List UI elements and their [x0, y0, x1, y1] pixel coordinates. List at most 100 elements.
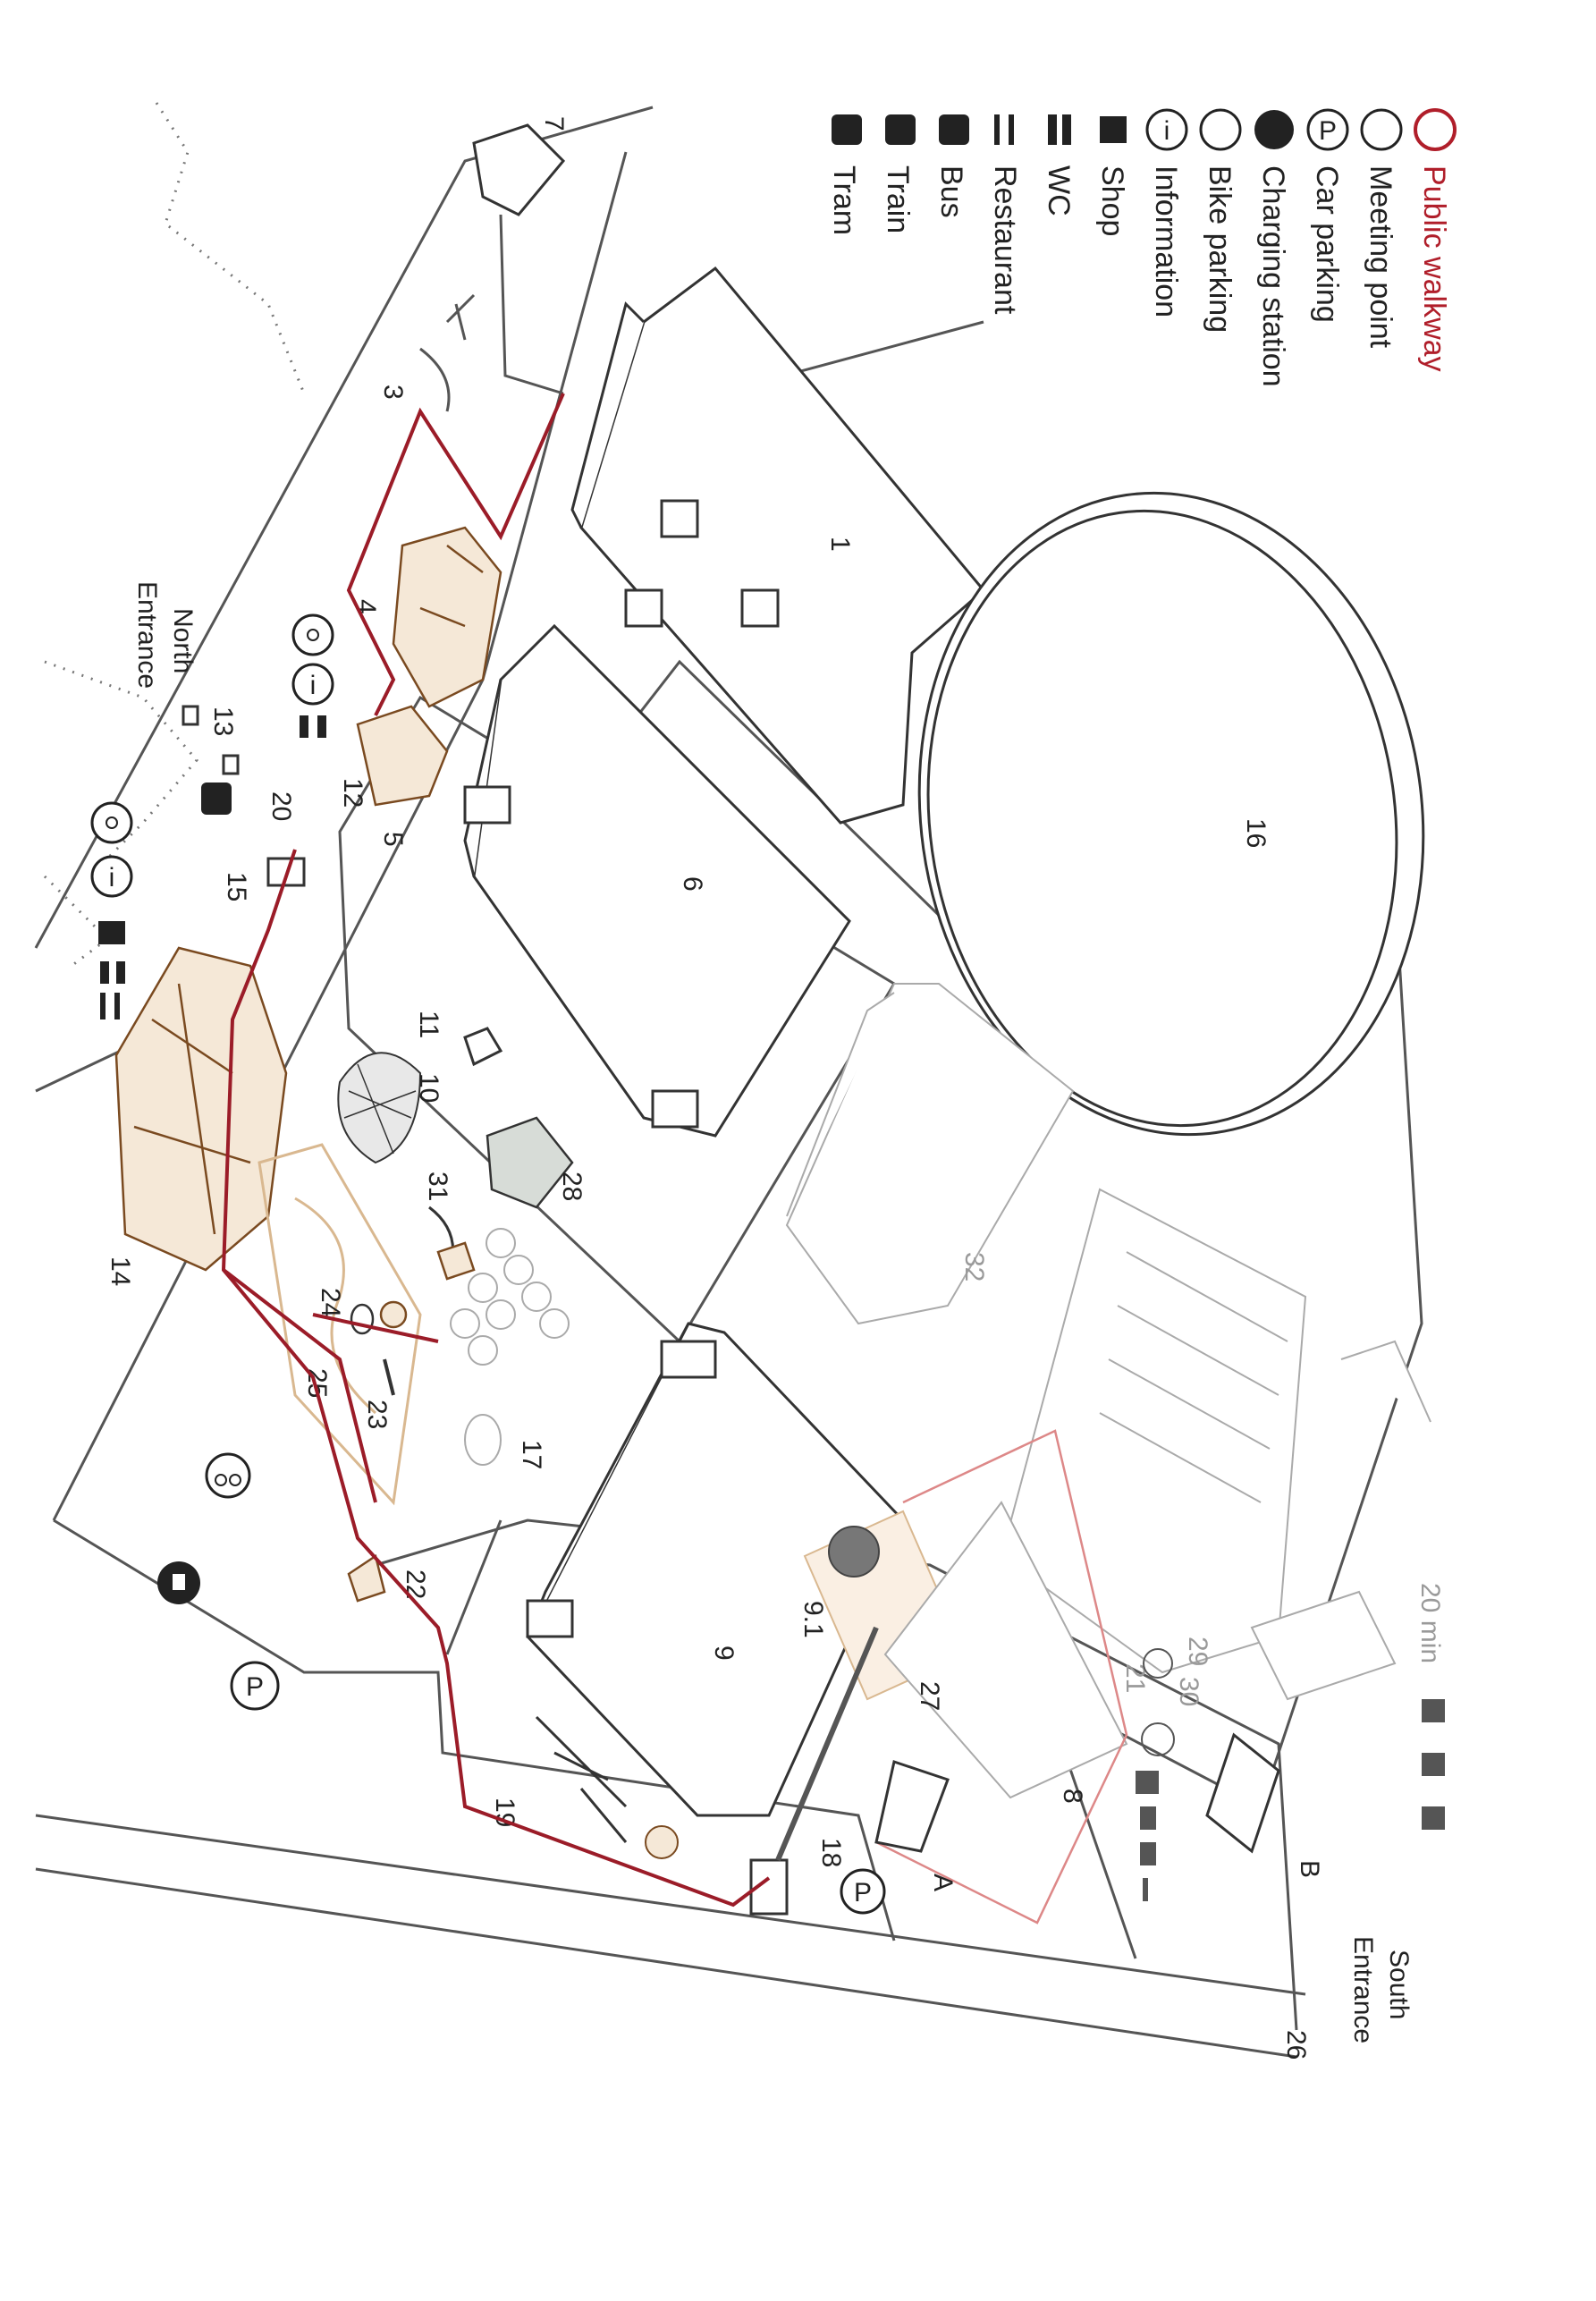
shop-icon-3 [1136, 1771, 1159, 1794]
wc-icon-2[interactable] [100, 961, 125, 984]
legend-label-tram: Tram [827, 165, 861, 235]
legend-train: Train [881, 114, 916, 233]
legend-label-meeting-point: Meeting point [1364, 165, 1398, 349]
restaurant-icon-legend-b [1009, 114, 1014, 145]
dome-10[interactable] [337, 1052, 422, 1164]
south-entrance-label-2: Entrance [1348, 1936, 1378, 2043]
building-27-label: 27 [915, 1681, 944, 1711]
sculpture-14[interactable] [114, 946, 288, 1272]
information-icon-legend [1145, 108, 1188, 151]
building-7-label: 7 [539, 116, 569, 131]
building-17-label: 17 [517, 1440, 546, 1469]
building-6[interactable] [463, 623, 851, 1138]
building-13-label: 13 [208, 706, 238, 736]
building-29-label: 29 [1183, 1637, 1212, 1666]
legend-walkway: Public walkway [1414, 108, 1457, 372]
bus-icon[interactable] [201, 783, 232, 815]
building-20-label: 20 [266, 791, 296, 821]
legend-restaurant: Restaurant [988, 114, 1022, 315]
building-8-label: 8 [1058, 1789, 1087, 1804]
tram-icon-legend [832, 114, 862, 145]
legend-bike-parking: Bike parking [1199, 108, 1242, 333]
legend-information: i Information [1145, 108, 1188, 317]
information-icon-2[interactable]: i [90, 855, 133, 898]
stones-row [450, 1228, 570, 1366]
building-22-label: 22 [401, 1569, 430, 1599]
charging-station-icon[interactable] [157, 1561, 200, 1604]
building-32[interactable] [785, 983, 1075, 1325]
legend-info-symbol: i [1164, 116, 1170, 146]
restaurant-icon-3 [1143, 1878, 1148, 1901]
legend-label-charging-station: Charging station [1256, 165, 1290, 387]
building-18-label: 18 [816, 1838, 846, 1867]
restaurant-icon[interactable] [100, 993, 120, 1019]
meeting-point-icon[interactable] [291, 613, 334, 656]
building-5-label: 5 [378, 832, 408, 847]
meeting-point-icon-legend [1360, 108, 1403, 151]
gate-15[interactable] [266, 857, 306, 887]
sculpture-3[interactable] [419, 293, 476, 412]
legend-meeting-point: Meeting point [1360, 108, 1403, 349]
pavilion-28[interactable] [486, 1116, 574, 1209]
sculpture-31[interactable] [428, 1205, 476, 1281]
bus-icon-legend [939, 114, 969, 145]
map-legend: Public walkway Meeting point P Car parki… [827, 108, 1457, 387]
building-14-label: 14 [106, 1256, 135, 1286]
building-B[interactable] [1205, 1732, 1280, 1854]
building-7[interactable] [472, 123, 566, 395]
building-26-label: 26 [1281, 2030, 1311, 2060]
bus-icon-3 [1422, 1753, 1445, 1776]
legend-bus: Bus [934, 114, 969, 218]
building-30-label: 30 [1174, 1677, 1203, 1706]
legend-wc: WC [1042, 114, 1076, 216]
info-symbol-2: i [109, 863, 115, 892]
legend-label-car-parking: Car parking [1310, 165, 1344, 323]
wc-icon-legend [1048, 114, 1057, 145]
structure-11[interactable] [463, 1027, 503, 1067]
legend-label-train: Train [881, 165, 915, 233]
bike-parking-icon[interactable] [205, 1452, 251, 1499]
legend-label-restaurant: Restaurant [988, 165, 1022, 315]
sculpture-23-24-25[interactable] [350, 1300, 408, 1396]
train-icon-3 [1422, 1806, 1445, 1830]
car-parking-icon-2[interactable]: P [840, 1868, 886, 1915]
building-9[interactable] [526, 1322, 905, 1817]
info-symbol: i [310, 671, 317, 700]
building-A[interactable] [874, 1760, 950, 1853]
building-4[interactable] [392, 526, 502, 708]
legend-parking-symbol: P [1319, 116, 1337, 146]
parking-symbol-2: P [854, 1878, 872, 1908]
meeting-point-icon-2[interactable] [90, 801, 133, 844]
south-entrance-label-1: South [1384, 1950, 1414, 2019]
parking-symbol: P [246, 1672, 264, 1702]
building-8[interactable] [875, 1429, 1128, 1925]
legend-label-information: Information [1149, 165, 1183, 317]
building-1[interactable] [570, 266, 986, 825]
information-icon[interactable]: i [291, 663, 334, 706]
building-31-label: 31 [423, 1172, 452, 1201]
building-A-label: A [928, 1874, 958, 1891]
shop-icon[interactable] [98, 921, 125, 944]
building-23-label: 23 [362, 1400, 392, 1429]
building-32-label: 32 [959, 1252, 989, 1282]
car-parking-icon[interactable]: P [230, 1661, 280, 1711]
building-10-label: 10 [414, 1073, 443, 1103]
sculpture-17[interactable] [464, 1414, 502, 1466]
sculpture-22[interactable] [347, 1553, 386, 1603]
building-29-area[interactable] [1000, 1188, 1431, 1701]
bike-parking-icon-legend [1199, 108, 1242, 151]
sculpture-19[interactable] [535, 1715, 679, 1859]
walkway-ring-icon [1414, 108, 1457, 151]
building-15-label: 15 [222, 872, 251, 901]
building-11-label: 11 [414, 1011, 443, 1038]
building-B-label: B [1295, 1860, 1324, 1878]
building-16[interactable] [879, 461, 1465, 1168]
legend-label-wc: WC [1042, 165, 1076, 216]
south-walk-time: 20 min [1415, 1583, 1445, 1663]
wc-icon[interactable] [300, 715, 326, 738]
building-5[interactable] [356, 705, 449, 807]
south-facilities[interactable] [1136, 1648, 1445, 1901]
building-9-label: 9 [709, 1645, 739, 1661]
bus-stop-13[interactable] [182, 705, 240, 775]
